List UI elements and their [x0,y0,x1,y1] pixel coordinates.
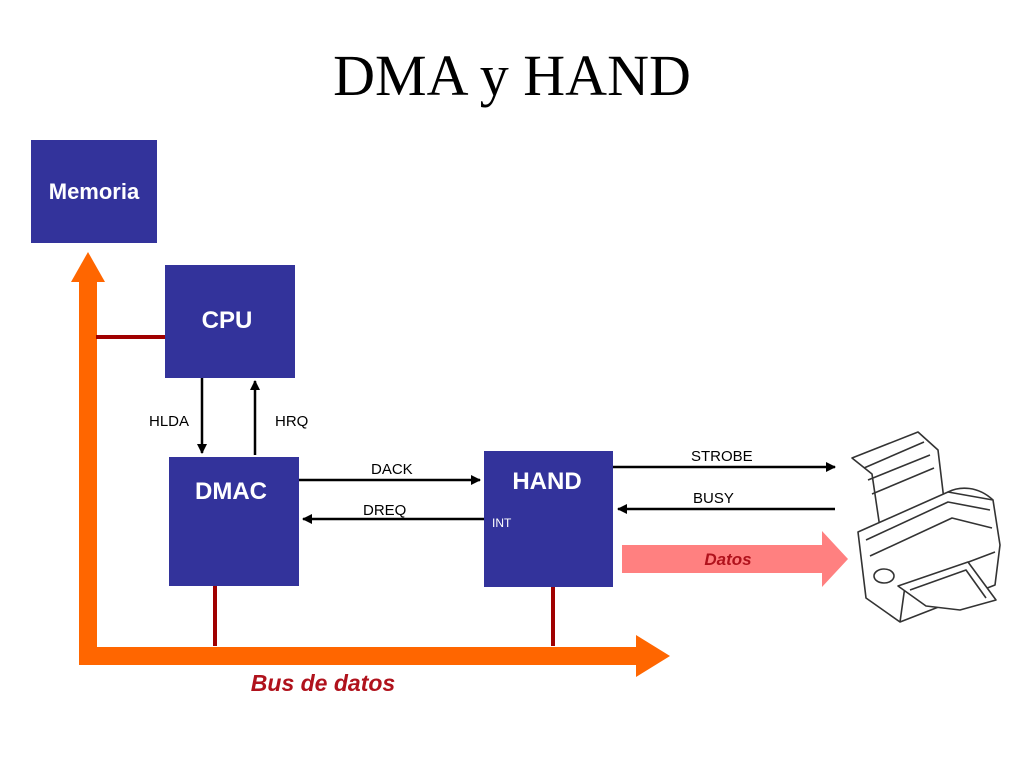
printer-icon [851,431,1001,623]
strobe-label: STROBE [691,448,753,465]
hrq-label: HRQ [275,413,308,430]
int-label: INT [492,516,512,530]
dreq-label: DREQ [363,502,406,519]
memory-label: Memoria [49,179,140,204]
slide-title: DMA y HAND [333,43,691,108]
memory-block: Memoria [31,140,157,243]
dmac-block: DMAC [169,457,299,586]
data-arrow-label: Datos [704,550,751,569]
busy-label: BUSY [693,490,734,507]
data-bus-arrow [71,252,670,677]
data-arrow: Datos [622,531,848,587]
hlda-label: HLDA [149,413,189,430]
cpu-label: CPU [202,307,253,334]
dmac-label: DMAC [195,478,267,505]
bus-label: Bus de datos [251,670,395,696]
cpu-block: CPU [165,265,295,378]
hand-label: HAND [512,468,581,495]
hand-block: HAND INT [484,451,613,587]
dack-label: DACK [371,461,413,478]
